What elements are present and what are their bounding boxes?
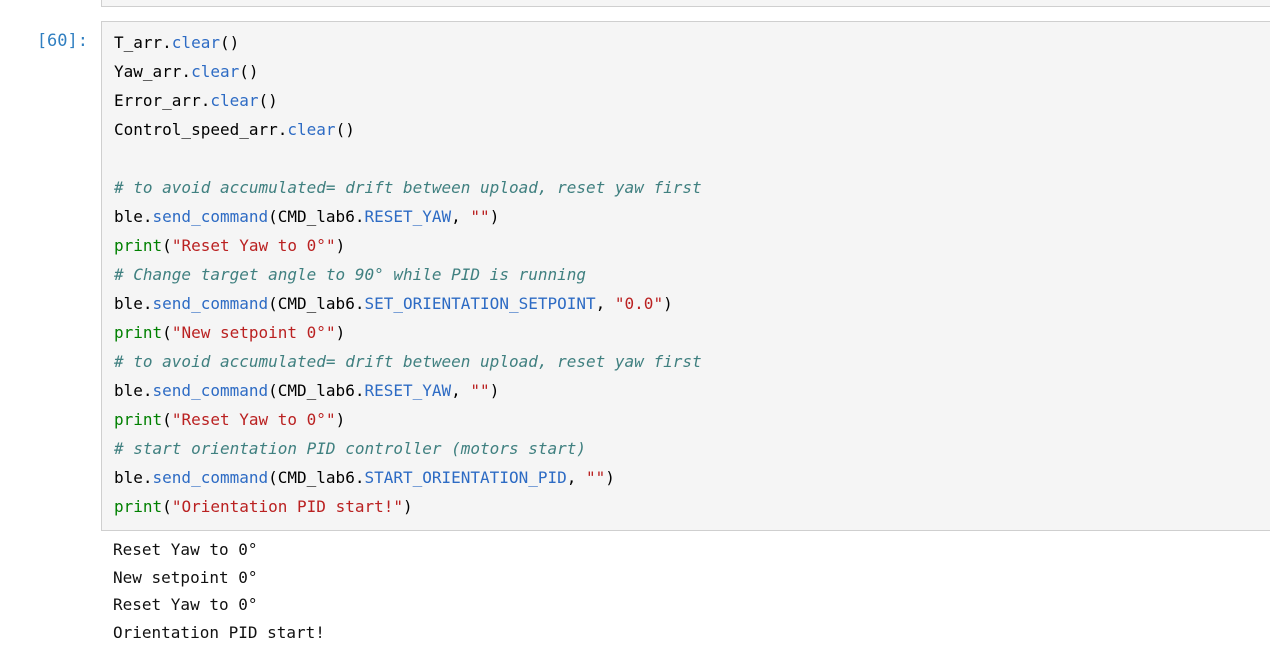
code-cell-editor[interactable]: T_arr.clear() Yaw_arr.clear() Error_arr.… (101, 21, 1270, 531)
previous-cell-editor-edge[interactable] (101, 0, 1270, 7)
execution-count-prompt: [60]: (36, 31, 88, 51)
cell-output-area: Reset Yaw to 0° New setpoint 0° Reset Ya… (101, 536, 1270, 646)
code-content: T_arr.clear() Yaw_arr.clear() Error_arr.… (114, 33, 702, 516)
output-content: Reset Yaw to 0° New setpoint 0° Reset Ya… (113, 540, 325, 642)
